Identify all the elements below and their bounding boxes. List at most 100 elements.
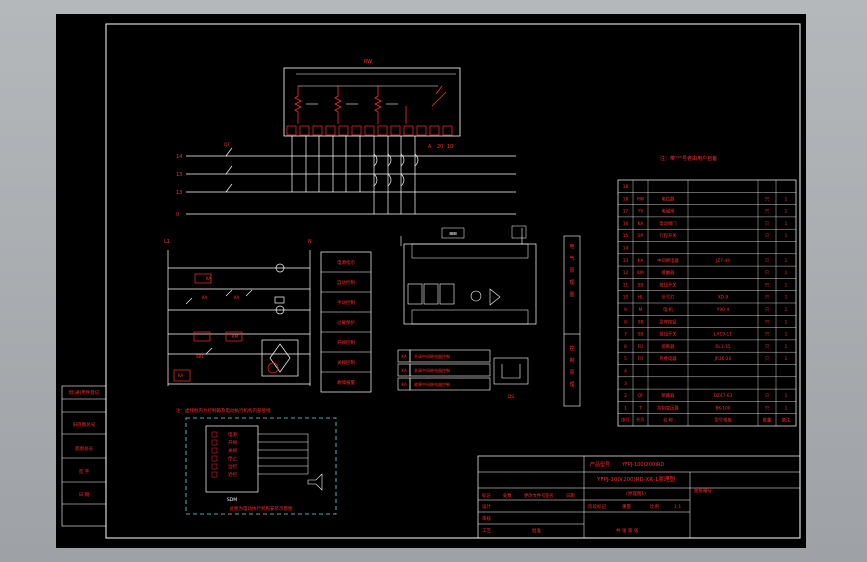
- legend-item: 自动控制: [337, 279, 355, 286]
- stage-label: 重量: [622, 503, 631, 510]
- parts-table-cell: 1: [785, 221, 788, 227]
- bus-lines: 14 13 13 0 QF: [176, 136, 516, 218]
- left-block-item: 借(通)用件登记: [69, 389, 100, 396]
- legend-item: 电源指示: [337, 259, 355, 266]
- vertical-captions: 电气原理图 控制原理: [563, 235, 581, 407]
- parts-table-cell: DZ47-63: [714, 393, 733, 399]
- parts-table-cell: 只: [765, 344, 770, 350]
- title-header-cell: 更改文件号: [524, 492, 545, 499]
- parts-table-cell: SB: [638, 282, 644, 288]
- sheet-border: [105, 23, 801, 539]
- parts-table-cell: JR36-20: [714, 356, 732, 362]
- parts-table-cell: 1: [785, 209, 788, 215]
- parts-table-cell: 急停按钮: [659, 318, 677, 325]
- parts-table-cell: 1: [785, 332, 788, 338]
- legend-item: 故障报警: [337, 379, 355, 386]
- parts-table-cell: 只: [765, 393, 770, 399]
- parts-table-cell: RW: [637, 196, 645, 202]
- parts-table-cell: JZ7-44: [715, 258, 730, 264]
- drawing-canvas: 借(通)用件登记 旧底图总号 底图总号 签 字 日 期 RW A 20 10: [56, 14, 806, 548]
- button-label: KM: [232, 334, 239, 339]
- device-label: SDM: [227, 497, 237, 503]
- terminal-box: [312, 125, 323, 136]
- parts-table-cell: 13: [623, 258, 629, 264]
- parts-table-cell: LA19-11: [714, 332, 732, 338]
- ds-label: DS: [508, 394, 514, 400]
- parts-table-cell: 12: [623, 270, 629, 276]
- parts-table-cell: 接触器: [662, 269, 676, 276]
- parts-table-cell: 9: [624, 307, 627, 313]
- parts-table-cell: T: [638, 405, 642, 411]
- parts-table-cell: 16: [623, 221, 629, 227]
- relay-terminal-label: ⊞⊞: [449, 232, 457, 237]
- qf-label: QF: [224, 142, 231, 148]
- drawing-title: YFPJ-100(200)RD-XR-1原理图: [596, 475, 675, 483]
- parts-table-cell: 1: [785, 270, 788, 276]
- sheet-text: 共 张 第 张: [616, 527, 639, 534]
- bus-label: 0: [176, 212, 179, 218]
- bus-label: 13: [176, 172, 182, 178]
- title-row-label: 工艺: [482, 528, 491, 534]
- terminal-box: [351, 125, 362, 136]
- scale-value: 1:1: [674, 504, 681, 510]
- parts-table-cell: SB: [638, 332, 644, 338]
- parts-table-cell: 信号灯: [662, 294, 676, 301]
- drawing-subtitle: (原理图1): [626, 491, 646, 497]
- parts-table-cell: KA: [638, 258, 644, 264]
- parts-table-cell: 只: [765, 282, 770, 288]
- parts-table-cell: 只: [765, 221, 770, 227]
- terminal-label: 10: [447, 144, 453, 150]
- control-circuit: L1 N KA KA KA SB1 KM KA: [164, 239, 312, 386]
- parts-table-cell: M: [639, 307, 643, 313]
- terminal-box: [364, 125, 375, 136]
- legend-item: 过载保护: [337, 319, 355, 326]
- stage-label: 比例: [650, 503, 659, 510]
- parts-table-cell: 1: [785, 356, 788, 362]
- parts-table-cell: 15: [623, 233, 629, 239]
- terminal-strip: [286, 125, 453, 136]
- parts-table-cell: 断路器: [662, 392, 676, 399]
- parts-table-cell: KM: [637, 270, 644, 276]
- parts-table-cell: 3: [624, 381, 627, 387]
- parts-table-cell: 1: [785, 307, 788, 313]
- relay-legend-text: 故障中间继电器控制: [414, 381, 450, 387]
- control-box-item: 近控: [228, 471, 237, 478]
- parts-table-cell: 1: [785, 233, 788, 239]
- parts-table-cell: HL: [638, 295, 644, 301]
- parts-table-cell: 1: [785, 196, 788, 202]
- parts-table-cell: 11: [623, 282, 629, 288]
- relay-legend-code: KA: [401, 368, 407, 373]
- parts-table-cell: 只: [765, 405, 770, 411]
- title-row-label: 审核: [482, 515, 491, 522]
- parts-table-cell: 只: [765, 356, 770, 362]
- legend-item: 开阀控制: [337, 339, 355, 346]
- parts-table-cell: BK-100: [715, 405, 730, 411]
- note-bottom: 此图为电动执行机构安装示意图: [230, 505, 293, 512]
- parts-table-cell: KA: [638, 221, 644, 227]
- vertical-caption: 控制原理: [569, 345, 574, 388]
- left-block-item: 签 字: [79, 468, 90, 475]
- legend-item: 手动控制: [337, 299, 355, 306]
- title-header-cell: 标记: [482, 492, 491, 499]
- parts-table-cell: 17: [623, 209, 629, 215]
- parts-table-cell: 14: [623, 246, 629, 252]
- control-box-item: 开阀: [228, 439, 237, 446]
- parts-table-cell: 只: [765, 209, 770, 215]
- parts-table-cell: 只: [765, 270, 770, 276]
- control-box-item: 远控: [228, 463, 237, 470]
- relay-legend-code: KA: [401, 354, 407, 359]
- parts-table-cell: 1: [785, 405, 788, 411]
- left-register-block: 借(通)用件登记 旧底图总号 底图总号 签 字 日 期: [61, 385, 107, 527]
- switch-label: KA: [234, 295, 240, 300]
- product-code: YFPJ-100(200)RD: [621, 462, 665, 468]
- relay-legend-text: 关阀中间继电器控制: [414, 367, 450, 373]
- switch-label: KA: [206, 276, 212, 281]
- parts-table-cell: 1: [785, 295, 788, 301]
- terminal-box: [442, 125, 453, 136]
- parts-table-cell: FR: [638, 356, 643, 362]
- legend-item: 关阀控制: [337, 359, 355, 366]
- parts-table-cell: 10: [623, 295, 629, 301]
- terminal-box: [403, 125, 414, 136]
- parts-table-cell: 18: [623, 196, 629, 202]
